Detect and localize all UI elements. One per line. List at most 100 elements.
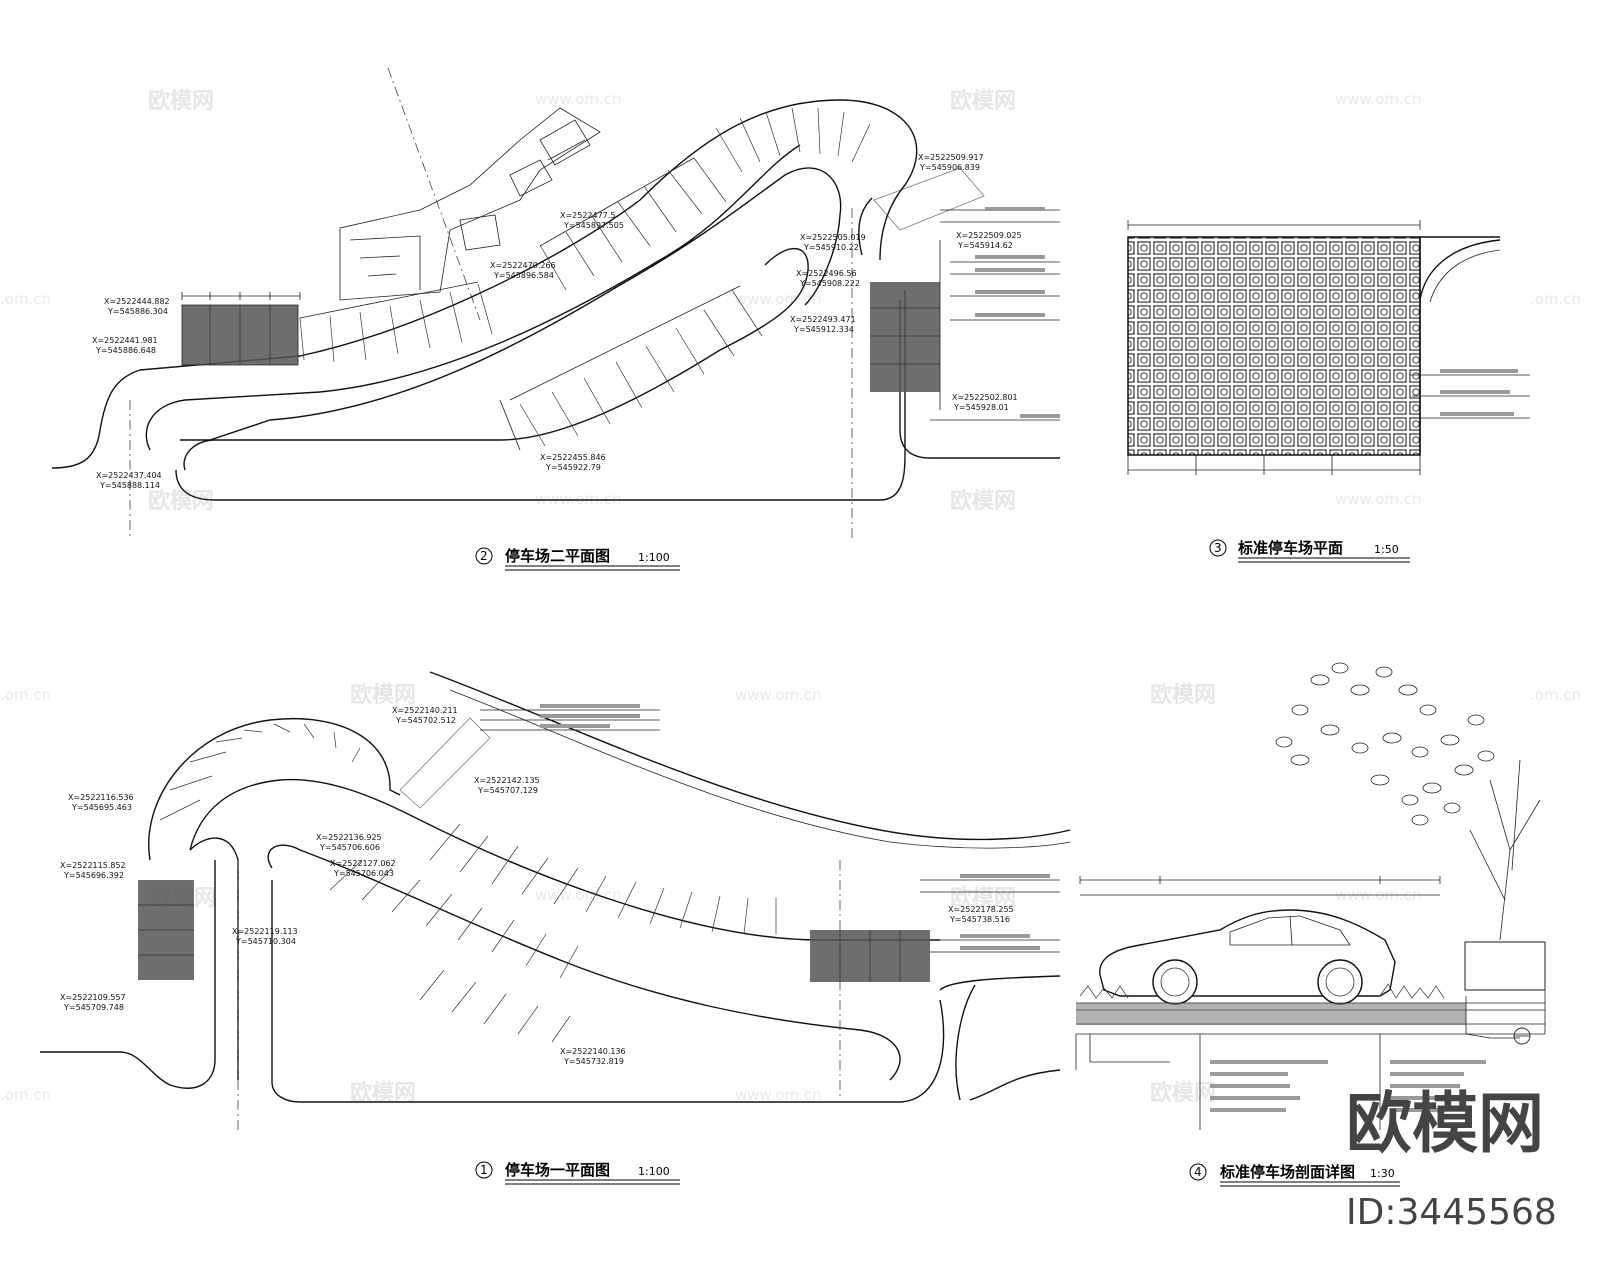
drawing-title: 标准停车场平面 [1237,539,1343,557]
parking-stalls [299,107,871,451]
pavement-layers [1075,983,1546,1070]
watermark-url: .om.cn [0,1086,51,1104]
survey-line [387,67,481,321]
coord-x: X=2522119.113 [232,927,298,936]
drawing-number: 2 [480,549,488,563]
section-4-drawing [1075,662,1546,1130]
drawing-number: 1 [480,1163,488,1177]
coord-y: Y=545732.819 [563,1057,624,1066]
coord-y: Y=545896.584 [493,271,554,280]
coord-y: Y=545914.62 [957,241,1013,250]
brand-block: 欧模网 ID:3445568 [1346,1085,1557,1233]
coord-y: Y=545702.512 [395,716,456,725]
paver-hatch [138,717,930,982]
watermark-brand: 欧模网 [950,885,1016,911]
road-outer-curb [429,671,1071,841]
coord-x: X=2522109.557 [60,993,126,1002]
brand-name: 欧模网 [1346,1085,1544,1162]
coordinate-labels: X=2522140.211 Y=545702.512 X=2522116.536… [60,706,1014,1066]
drawing-title: 停车场一平面图 [505,1161,610,1179]
drawing-number: 3 [1214,541,1222,555]
coord-y: Y=545906.839 [919,163,980,172]
drive-aisle-edge [189,778,940,941]
construction-notes [1210,1060,1486,1112]
building-outline [339,107,601,301]
drawing-scale: 1:100 [638,1165,670,1178]
watermark-url: www.om.cn [535,90,622,108]
coord-y: Y=545922.79 [545,463,601,472]
leader-lines [1410,374,1530,419]
coord-x: X=2522178.255 [948,905,1014,914]
watermark-url: www.om.cn [735,686,822,704]
drive-aisle-edge [189,837,239,1080]
road-outer-curb [40,860,216,1089]
watermark-brand: 欧模网 [1150,1080,1216,1106]
watermark-brand: 欧模网 [950,88,1016,114]
plan-3-drawing [1127,220,1530,475]
coord-x: X=2522470.266 [490,261,556,270]
coord-x: X=2522116.536 [68,793,134,802]
coord-y: Y=545710.304 [235,937,296,946]
coord-y: Y=545738.516 [949,915,1010,924]
coord-y: Y=545706.043 [333,869,394,878]
drawing-scale: 1:30 [1370,1167,1395,1180]
watermark-brand: 欧模网 [950,488,1016,514]
coord-x: X=2522142.135 [474,776,540,785]
coordinate-labels: X=2522444.882 Y=545886.304 X=2522441.981… [92,153,1022,490]
watermark-url: www.om.cn [535,490,622,508]
construction-notes [540,704,1050,950]
road-edge [955,984,976,1101]
car-illustration [1099,909,1396,1005]
road-outer-curb [449,689,1071,849]
watermark-url: .om.cn [0,686,51,704]
drawing-scale: 1:100 [638,551,670,564]
coord-x: X=2522509.917 [918,153,984,162]
coord-y: Y=545695.463 [71,803,132,812]
coord-x: X=2522444.882 [104,297,170,306]
dimension-line [181,292,301,300]
coord-x: X=2522127.062 [330,859,396,868]
title-plan-1: 1 停车场一平面图 1:100 [475,1161,680,1185]
coord-y: Y=545709.748 [63,1003,124,1012]
drive-aisle-edge [183,248,809,471]
watermark-url: www.om.cn [1335,490,1422,508]
tree-illustration [1275,662,1546,991]
road-outer-curb [51,99,918,469]
leader-lines [1089,1034,1381,1130]
drive-aisle-edge [145,144,801,451]
plan-2-drawing: X=2522444.882 Y=545886.304 X=2522441.981… [51,67,1060,540]
drawing-number: 4 [1194,1165,1202,1179]
coord-y: Y=545886.304 [107,307,168,316]
title-plan-3: 3 标准停车场平面 1:50 [1209,539,1410,563]
coord-y: Y=545908.222 [799,279,860,288]
parking-stalls [159,723,777,1043]
title-plan-2: 2 停车场二平面图 1:100 [475,547,680,571]
watermark-url: www.om.cn [1335,90,1422,108]
coord-x: X=2522505.019 [800,233,866,242]
plan-1-drawing: X=2522140.211 Y=545702.512 X=2522116.536… [40,671,1071,1130]
watermark-brand: 欧模网 [350,682,416,708]
road-edge [939,975,1061,1101]
coord-y: Y=545886.648 [95,346,156,355]
watermark-layer: 欧模网 欧模网 欧模网 欧模网 欧模网 欧模网 欧模网 欧模网 欧模网 欧模网 … [0,88,1581,1106]
coord-x: X=2522140.211 [392,706,458,715]
road-outer-curb [858,197,873,256]
coord-y: Y=545707.129 [477,786,538,795]
coord-x: X=2522455.846 [540,453,606,462]
leader-lines [480,709,1060,953]
dimension-line [1127,455,1421,475]
construction-notes [1440,369,1518,373]
watermark-brand: 欧模网 [148,488,214,514]
curb-edge [1419,239,1501,301]
watermark-url: www.om.cn [735,1086,822,1104]
curb-edge [1419,236,1500,455]
curb-edge [1429,249,1501,303]
dimension-line [1127,220,1421,230]
road-edge [899,300,1060,459]
watermark-url: .om.cn [1530,686,1581,704]
watermark-url: www.om.cn [735,290,822,308]
coord-x: X=2522493.471 [790,315,856,324]
coord-y: Y=545706.606 [319,843,380,852]
road-outer-curb [148,718,401,861]
